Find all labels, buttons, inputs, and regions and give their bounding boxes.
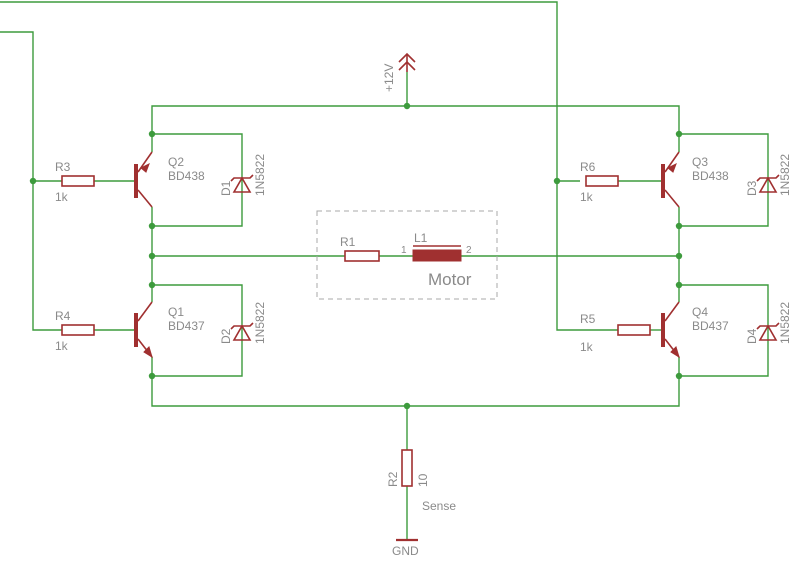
- r2-ref: R2: [386, 471, 400, 487]
- junction-dot: [148, 281, 156, 289]
- d3-part: 1N5822: [778, 154, 792, 196]
- resistor-body: [61, 324, 95, 336]
- d2-ref: D2: [219, 328, 233, 344]
- r3-ref: R3: [55, 160, 71, 174]
- inductor-l1-body: [412, 249, 462, 262]
- q3-part: BD438: [692, 169, 729, 183]
- q2-ref: Q2: [168, 155, 184, 169]
- diode-d4: D4 1N5822: [745, 302, 792, 344]
- junction-dot: [675, 222, 683, 230]
- q4-part: BD437: [692, 319, 729, 333]
- diode-d3: D3 1N5822: [745, 154, 792, 196]
- resistor-r3: R3 1k: [55, 160, 95, 204]
- sense-label: Sense: [422, 499, 456, 513]
- diode-triangle-icon: [232, 324, 252, 341]
- diode-d2: D2 1N5822: [219, 302, 267, 344]
- transistor-arrow-icon: [670, 346, 680, 359]
- junction-dot: [403, 102, 411, 110]
- r6-value: 1k: [580, 190, 594, 204]
- junction-dot: [148, 130, 156, 138]
- wire-d1-loop: [152, 133, 243, 227]
- transistor-arrow-icon: [667, 162, 677, 173]
- motor-frame: [316, 210, 498, 300]
- q1-part: BD437: [168, 319, 205, 333]
- junctions: [29, 102, 683, 410]
- resistor-r6: R6 1k: [580, 160, 619, 204]
- junction-dot: [553, 177, 561, 185]
- resistor-body: [401, 449, 413, 487]
- q4-ref: Q4: [692, 305, 708, 319]
- r6-ref: R6: [580, 160, 596, 174]
- d4-part: 1N5822: [778, 302, 792, 344]
- wire-supply-rail: [151, 105, 680, 134]
- d3-ref: D3: [745, 180, 759, 196]
- junction-dot: [148, 222, 156, 230]
- junction-dot: [148, 252, 156, 260]
- diode-triangle-icon: [232, 176, 252, 193]
- resistor-body: [585, 175, 619, 187]
- resistor-body: [617, 324, 651, 336]
- diode-cathode-icon: [756, 322, 780, 330]
- d1-part: 1N5822: [253, 154, 267, 196]
- supply-label: +12V: [382, 64, 396, 92]
- r4-ref: R4: [55, 309, 71, 323]
- wire-d2-loop: [152, 284, 243, 377]
- ground-symbol: GND: [392, 538, 419, 558]
- resistor-r4: R4 1k: [55, 309, 95, 353]
- r4-value: 1k: [55, 339, 69, 353]
- ground-label: GND: [392, 544, 419, 558]
- r1-ref: R1: [340, 235, 356, 249]
- r5-value: 1k: [580, 340, 594, 354]
- d2-part: 1N5822: [253, 302, 267, 344]
- r3-value: 1k: [55, 190, 69, 204]
- motor-label: Motor: [428, 270, 472, 289]
- d1-ref: D1: [219, 180, 233, 196]
- l1-ref: L1: [414, 231, 428, 245]
- transistor-q4: Q4 BD437: [661, 301, 729, 359]
- wire-d4-loop: [679, 284, 769, 377]
- junction-dot: [675, 130, 683, 138]
- junction-dot: [675, 252, 683, 260]
- diode-cathode-icon: [230, 174, 254, 182]
- transistor-q3: Q3 BD438: [661, 151, 729, 208]
- diode-cathode-icon: [756, 174, 780, 182]
- q1-ref: Q1: [168, 305, 184, 319]
- q3-ref: Q3: [692, 155, 708, 169]
- resistor-body: [61, 175, 95, 187]
- junction-dot: [403, 402, 411, 410]
- wire-input-right: [0, 1, 618, 331]
- transistor-emitter-lead: [664, 151, 680, 173]
- l1-pin1: 1: [401, 245, 407, 256]
- diode-d1: D1 1N5822: [219, 154, 267, 196]
- transistor-q1: Q1 BD437: [134, 301, 205, 359]
- transistor-arrow-icon: [143, 346, 153, 359]
- diode-triangle-icon: [758, 324, 778, 341]
- junction-dot: [675, 281, 683, 289]
- resistor-r1-body: [344, 250, 380, 262]
- l1-pin2: 2: [466, 245, 472, 256]
- d4-ref: D4: [745, 328, 759, 344]
- supply-symbol: +12V: [382, 52, 416, 92]
- transistor-collector-lead: [664, 301, 680, 322]
- wire-d3-loop: [679, 133, 769, 227]
- junction-dot: [675, 372, 683, 380]
- transistor-emitter-lead: [137, 151, 153, 173]
- resistor-r5: R5 1k: [580, 312, 651, 354]
- resistor-r2: R2 10 Sense: [386, 449, 456, 513]
- transistor-collector-lead: [137, 189, 153, 208]
- transistor-arrow-icon: [140, 162, 150, 173]
- r5-ref: R5: [580, 312, 596, 326]
- r2-value: 10: [416, 473, 430, 487]
- junction-dot: [29, 177, 37, 185]
- transistor-collector-lead: [137, 301, 153, 322]
- wire-ground-rail: [151, 376, 680, 407]
- diode-triangle-icon: [758, 176, 778, 193]
- q2-part: BD438: [168, 169, 205, 183]
- transistor-collector-lead: [664, 189, 680, 208]
- junction-dot: [148, 372, 156, 380]
- diode-cathode-icon: [230, 322, 254, 330]
- transistor-q2: Q2 BD438: [134, 151, 205, 208]
- motor-block: R1 L1 1 2 Motor: [316, 210, 498, 300]
